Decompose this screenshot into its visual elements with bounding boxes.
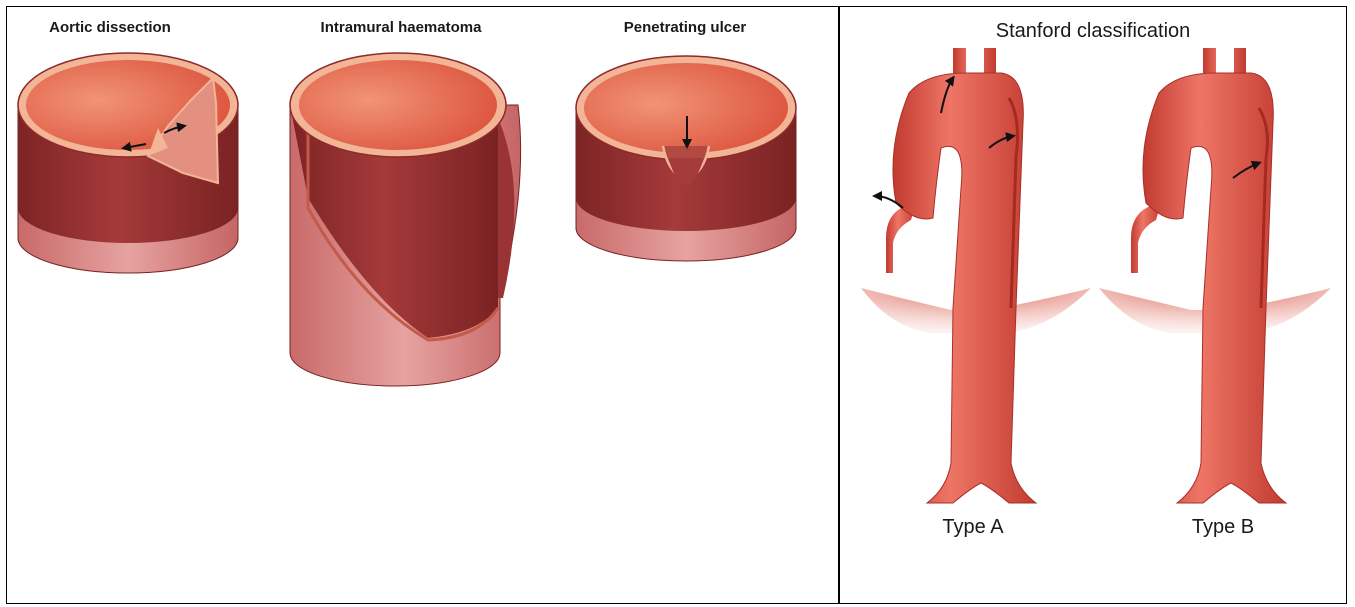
stanford-classification-panel: Stanford classification Type A Type B <box>841 8 1345 602</box>
stanford-illustration <box>841 8 1345 602</box>
aortic-dissection-figure <box>18 53 238 273</box>
aortic-syndromes-panel: Aortic dissection Intramural haematoma P… <box>8 8 836 602</box>
intramural-haematoma-figure <box>290 53 521 386</box>
penetrating-ulcer-figure <box>576 56 796 261</box>
aortic-syndromes-illustration <box>8 8 836 602</box>
type-b-aorta-figure <box>1099 48 1331 503</box>
type-a-aorta-figure <box>861 48 1091 503</box>
cell-divider <box>838 6 840 604</box>
